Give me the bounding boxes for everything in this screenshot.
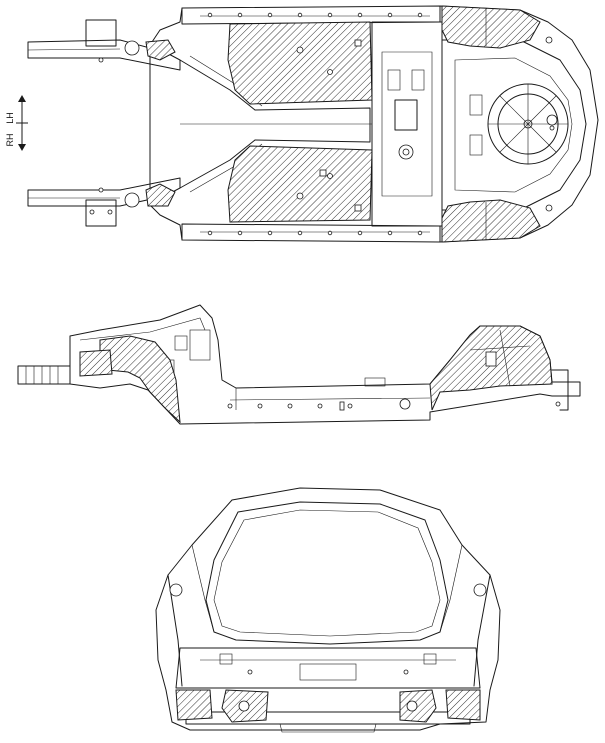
front-wheelhouse-hatched xyxy=(99,335,181,424)
floor-panel-holes xyxy=(296,39,362,212)
underbody-top-view xyxy=(27,5,599,243)
rear-right-wheelhouse-hatched xyxy=(441,199,541,243)
rear-right-lower-hatched xyxy=(445,689,481,721)
rear-body-outline xyxy=(155,487,501,731)
orientation-indicator: LH RH xyxy=(5,95,28,151)
spare-wheel-well xyxy=(487,83,569,165)
rear-left-lower-hatched xyxy=(175,689,213,721)
underbody-outline xyxy=(149,5,599,243)
body-rear-view xyxy=(155,487,501,733)
right-sill xyxy=(181,223,441,243)
rear-left-wheelhouse-hatched xyxy=(441,5,541,49)
rear-lower-panel xyxy=(175,647,481,689)
front-left-bracket-hatched xyxy=(145,39,176,61)
front-floor-panel-left-hatched xyxy=(227,21,373,105)
front-apron-hatched xyxy=(79,349,113,377)
lh-label: LH xyxy=(5,112,15,124)
rear-window-opening xyxy=(205,501,449,645)
left-sill xyxy=(181,5,441,25)
front-floor-panel-right-hatched xyxy=(227,145,373,223)
center-crossmember xyxy=(371,21,443,227)
rear-floor xyxy=(441,39,587,211)
rear-wheelhouse-hatched xyxy=(429,325,553,411)
rear-right-inner-hatched xyxy=(399,689,437,723)
body-side-view xyxy=(17,304,581,425)
sill-holes xyxy=(207,12,423,236)
rh-label: RH xyxy=(5,134,15,147)
floor-tunnel xyxy=(254,107,371,143)
front-right-bracket-hatched xyxy=(145,183,176,207)
